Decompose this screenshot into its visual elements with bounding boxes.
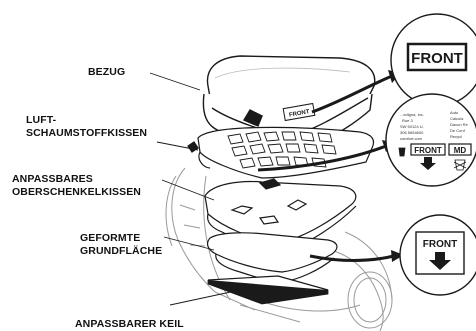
label-line-2: Rue 3 — [402, 118, 413, 123]
front-callout-bottom: FRONT — [400, 215, 476, 295]
label-md-text: MD — [454, 146, 467, 155]
label-oberschenkelkissen: ANPASSBARES OBERSCHENKELKISSEN — [12, 173, 141, 199]
label-line-3: SW 50124 U. — [400, 124, 424, 129]
label-grund-line1: GEFORMTE — [80, 232, 162, 245]
label-ober-line2: OBERSCHENKELKISSEN — [12, 186, 141, 199]
label-bezug-text: BEZUG — [88, 66, 125, 79]
label-grund-line2: GRUNDFLÄCHE — [80, 245, 162, 258]
label-keil: ANPASSBARER KEIL — [75, 318, 184, 331]
label-right-line-1: Autu — [450, 110, 458, 115]
arrow-to-base-callout — [310, 256, 394, 261]
label-luft-line2: SCHAUMSTOFFKISSEN — [26, 127, 147, 140]
front-callout-top-text: FRONT — [411, 50, 463, 67]
label-bezug: BEZUG — [88, 66, 125, 79]
label-line-4: 306 5654600 — [400, 130, 424, 135]
label-right-line-5: Recycl — [450, 134, 462, 139]
front-callout-bottom-text: FRONT — [423, 239, 457, 250]
label-right-line-4: De Conf — [450, 128, 466, 133]
label-ober-line1: ANPASSBARES — [12, 173, 141, 186]
label-front-text: FRONT — [414, 146, 442, 155]
label-callout-middle: ...edigna, Inc. Rue 3 SW 50124 U. 306 56… — [386, 94, 476, 186]
label-line-1: ...edigna, Inc. — [400, 112, 424, 117]
label-luft-schaumstoffkissen: LUFT- SCHAUMSTOFFKISSEN — [26, 114, 147, 140]
adjustable-wedge — [208, 276, 328, 304]
label-luft-line1: LUFT- — [26, 114, 147, 127]
waste-bin-icon-left — [399, 148, 405, 156]
label-line-5: comfort.com — [400, 136, 423, 141]
label-keil-text: ANPASSBARER KEIL — [75, 318, 184, 331]
front-callout-top: FRONT — [391, 14, 476, 106]
label-grundflaeche: GEFORMTE GRUNDFLÄCHE — [80, 232, 162, 258]
air-foam-cushion — [188, 127, 374, 178]
label-right-line-3: Davon Re — [450, 122, 469, 127]
label-right-line-2: Calcula — [450, 116, 464, 121]
